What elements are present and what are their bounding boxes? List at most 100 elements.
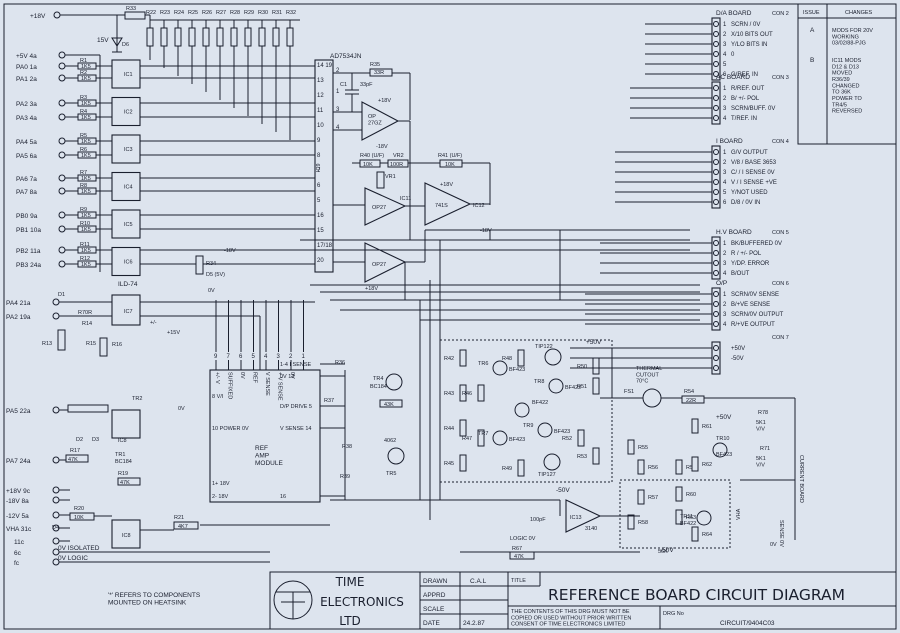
svg-text:IC3: IC3 xyxy=(124,147,133,153)
svg-text:BF423: BF423 xyxy=(716,452,732,458)
svg-text:IC8: IC8 xyxy=(118,438,127,444)
resistor-r45 xyxy=(459,454,467,472)
svg-text:A: A xyxy=(810,27,815,34)
svg-text:5: 5 xyxy=(723,62,727,68)
svg-text:2: 2 xyxy=(336,68,340,74)
svg-text:DRG No: DRG No xyxy=(663,611,684,617)
svg-text:R33: R33 xyxy=(126,6,136,12)
svg-text:3140: 3140 xyxy=(585,526,597,532)
board-title: AC BOARD xyxy=(716,74,750,81)
svg-text:43K: 43K xyxy=(384,402,394,408)
input-pa7: PA7 8a xyxy=(16,189,37,196)
input-pb2: PB2 11a xyxy=(16,248,41,255)
svg-text:IC5: IC5 xyxy=(124,222,133,228)
resistor-r60 xyxy=(675,486,683,502)
svg-text:1K5: 1K5 xyxy=(81,262,91,268)
svg-text:G/V OUTPUT: G/V OUTPUT xyxy=(731,150,768,156)
input-pb3: PB3 24a xyxy=(16,262,41,269)
resistor-r63 xyxy=(675,509,683,525)
drawing-title: REFERENCE BOARD CIRCUIT DIAGRAM xyxy=(548,586,845,604)
opto-ic6b xyxy=(111,409,141,439)
input-pb0: PB0 9a xyxy=(16,213,38,220)
bus-resistor xyxy=(160,27,168,47)
svg-text:R63: R63 xyxy=(686,515,696,521)
bus-resistor-label: R26 xyxy=(202,10,212,16)
svg-text:3: 3 xyxy=(277,354,281,360)
svg-text:R10: R10 xyxy=(80,221,90,227)
input-pb1: PB1 10a xyxy=(16,227,41,234)
bus-resistor xyxy=(174,27,182,47)
opto-isolator xyxy=(111,59,141,89)
svg-text:C1: C1 xyxy=(340,82,347,88)
svg-text:1K5: 1K5 xyxy=(81,176,91,182)
svg-text:R6: R6 xyxy=(80,147,87,153)
svg-text:D3: D3 xyxy=(92,437,99,443)
svg-text:R55: R55 xyxy=(638,445,648,451)
svg-text:-50V: -50V xyxy=(556,487,570,494)
svg-text:1: 1 xyxy=(723,86,727,92)
svg-text:Y/LO BITS IN: Y/LO BITS IN xyxy=(731,42,767,48)
bus-resistor-label: R31 xyxy=(272,10,282,16)
svg-text:6: 6 xyxy=(723,200,727,206)
svg-text:BK/BUFFERED 0V: BK/BUFFERED 0V xyxy=(731,241,782,247)
svg-text:CURRENT BOARD: CURRENT BOARD xyxy=(798,455,804,503)
svg-text:BF423: BF423 xyxy=(554,429,570,435)
input-pa6: PA6 7a xyxy=(16,176,37,183)
transistor-tr10 xyxy=(712,442,728,458)
bus-resistor-label: R23 xyxy=(160,10,170,16)
svg-text:1: 1 xyxy=(723,292,727,298)
svg-text:R48: R48 xyxy=(502,356,512,362)
svg-text:TR2: TR2 xyxy=(132,396,142,402)
transistor-tip127 xyxy=(543,453,561,471)
svg-text:R56: R56 xyxy=(648,465,658,471)
svg-text:R34: R34 xyxy=(206,261,216,267)
svg-text:-50V: -50V xyxy=(660,547,674,554)
transistor-tr7 xyxy=(492,430,508,446)
svg-text:9: 9 xyxy=(317,138,321,144)
input-pa5: PA5 6a xyxy=(16,153,37,160)
svg-text:R49: R49 xyxy=(502,466,512,472)
svg-text:R5: R5 xyxy=(80,133,87,139)
input-pa2b: PA2 19a xyxy=(6,314,31,321)
svg-text:SCRN/BUFF. 0V: SCRN/BUFF. 0V xyxy=(731,106,775,112)
svg-text:4: 4 xyxy=(723,271,727,277)
svg-text:TR6: TR6 xyxy=(478,361,488,367)
svg-text:1-4 I SENSE: 1-4 I SENSE xyxy=(280,362,312,368)
svg-text:BC184: BC184 xyxy=(370,384,387,390)
svg-text:10 POWER 0V: 10 POWER 0V xyxy=(212,426,249,432)
svg-text:SUFFIXED: SUFFIXED xyxy=(227,372,233,399)
svg-text:IC4: IC4 xyxy=(124,185,133,191)
svg-text:TIP127: TIP127 xyxy=(538,472,556,478)
svg-text:SCRN/0V OUTPUT: SCRN/0V OUTPUT xyxy=(731,312,784,318)
plus18v-label: +18V xyxy=(30,13,46,20)
svg-text:SCRN / 0V: SCRN / 0V xyxy=(731,22,760,28)
svg-text:10K: 10K xyxy=(445,162,455,168)
svg-text:VHA: VHA xyxy=(736,508,742,520)
svg-text:R / +/- POL: R / +/- POL xyxy=(731,251,762,257)
bus-resistor-label: R28 xyxy=(230,10,240,16)
svg-text:TR1: TR1 xyxy=(115,452,125,458)
bus-resistor-label: R29 xyxy=(244,10,254,16)
svg-text:R71: R71 xyxy=(760,446,770,452)
svg-text:TR4: TR4 xyxy=(373,376,383,382)
svg-text:TR5: TR5 xyxy=(386,471,396,477)
svg-text:100R: 100R xyxy=(390,162,403,168)
svg-text:TR10: TR10 xyxy=(716,436,729,442)
interconnect-wires xyxy=(94,200,796,553)
svg-text:R44: R44 xyxy=(444,426,454,432)
resistor-r50 xyxy=(592,357,600,375)
svg-text:BC184: BC184 xyxy=(115,459,132,465)
svg-text:4: 4 xyxy=(723,52,727,58)
svg-text:1K5: 1K5 xyxy=(81,248,91,254)
bus-resistor-label: R27 xyxy=(216,10,226,16)
dac-ic: IC9 xyxy=(316,163,322,172)
svg-text:16: 16 xyxy=(317,213,324,219)
svg-text:1K5: 1K5 xyxy=(81,115,91,121)
svg-text:1K5: 1K5 xyxy=(81,64,91,70)
svg-text:56K: 56K xyxy=(658,549,668,555)
svg-text:TR8: TR8 xyxy=(534,379,544,385)
